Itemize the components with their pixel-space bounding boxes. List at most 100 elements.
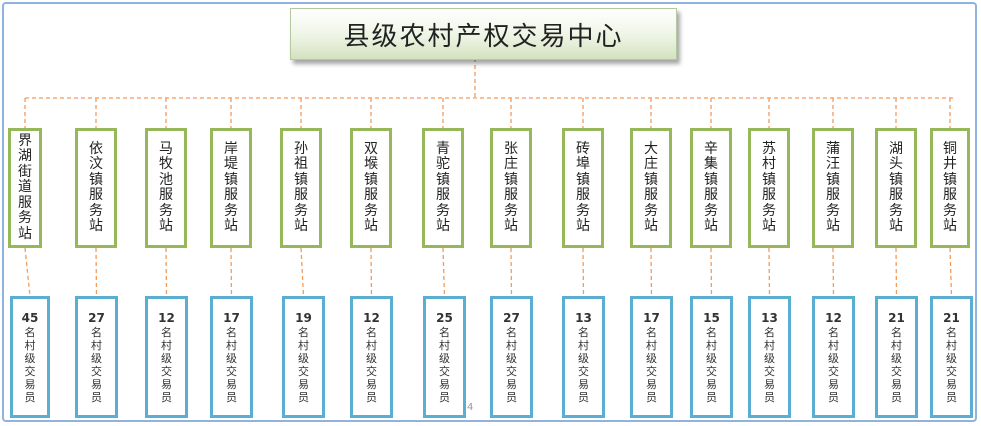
trader-unit-char: 级 (764, 351, 775, 365)
station-name-char: 汪 (826, 156, 840, 172)
station-box: 马牧池服务站 (145, 128, 187, 248)
page-number: 4 (467, 402, 474, 413)
station-name-char: 服 (889, 187, 903, 203)
trader-unit-char: 级 (226, 351, 237, 365)
station-name-char: 井 (943, 156, 957, 172)
connector-station-count (230, 247, 233, 297)
trader-unit-char: 交 (298, 364, 309, 378)
trader-unit-char: 交 (946, 364, 957, 378)
trader-unit-char: 易 (828, 377, 839, 391)
station-name-char: 镇 (644, 171, 658, 188)
trader-unit-char: 村 (828, 338, 839, 352)
station-name-char: 务 (504, 202, 518, 219)
trader-unit-char: 易 (91, 377, 102, 391)
trader-unit-char: 易 (439, 377, 450, 391)
trader-count-value: 45 (21, 310, 39, 325)
station-name-char: 务 (436, 202, 450, 219)
trader-unit-char: 村 (226, 338, 237, 352)
station-name-char: 站 (889, 218, 903, 234)
station-name-char: 镇 (436, 171, 450, 188)
trader-unit-char: 员 (226, 390, 237, 404)
station-name-char: 镇 (826, 171, 840, 188)
station-name-char: 堠 (364, 156, 378, 172)
trader-unit-char: 级 (646, 351, 657, 365)
station-name-char: 湖 (18, 148, 32, 165)
station-name-char: 站 (224, 218, 238, 234)
station-name-char: 孙 (294, 140, 308, 157)
trader-unit-char: 名 (764, 325, 775, 339)
station-name-char: 青 (436, 140, 450, 157)
trader-unit-char: 员 (764, 390, 775, 404)
station-name-char: 铜 (943, 140, 957, 157)
station-box: 辛集镇服务站 (690, 128, 732, 248)
station-box: 湖头镇服务站 (875, 128, 917, 248)
trader-unit-char: 员 (891, 390, 902, 404)
trader-unit-char: 级 (91, 351, 102, 365)
trader-unit-char: 交 (24, 364, 36, 378)
connector-station-count (895, 247, 898, 297)
station-name-char: 服 (704, 187, 718, 203)
trader-unit-char: 易 (366, 377, 377, 391)
trader-unit-char: 易 (706, 377, 717, 391)
trader-unit-char: 名 (439, 325, 450, 339)
station-name-char: 服 (504, 187, 518, 203)
station-name-char: 务 (159, 202, 173, 219)
trader-unit-char: 易 (298, 377, 309, 391)
center-title-box: 县级农村产权交易中心 (290, 8, 677, 60)
connector-station-count (510, 247, 513, 297)
station-name-char: 村 (762, 156, 776, 172)
station-name-char: 蒲 (826, 140, 840, 157)
station-name-char: 埠 (576, 156, 590, 172)
trader-unit-char: 易 (161, 377, 172, 391)
trader-count-value: 27 (88, 310, 105, 325)
trader-unit-char: 村 (946, 338, 957, 352)
trader-unit-char: 村 (366, 338, 377, 352)
station-name-char: 务 (89, 202, 103, 219)
trader-unit-char: 交 (366, 364, 377, 378)
station-name-char: 服 (644, 187, 658, 203)
trader-unit-char: 易 (891, 377, 902, 391)
trader-unit-char: 名 (578, 325, 589, 339)
connector-station-count (768, 247, 771, 297)
trader-unit-char: 村 (891, 338, 902, 352)
station-name-char: 堤 (224, 156, 238, 172)
trader-unit-char: 村 (439, 338, 450, 352)
station-name-char: 务 (889, 202, 903, 219)
trader-count-value: 25 (436, 310, 453, 325)
trader-unit-char: 易 (226, 377, 237, 391)
trader-unit-char: 易 (646, 377, 657, 391)
station-name-char: 镇 (364, 171, 378, 188)
station-name-char: 镇 (943, 171, 957, 188)
trader-unit-char: 级 (578, 351, 589, 365)
trader-unit-char: 名 (506, 325, 517, 339)
station-name-char: 务 (644, 202, 658, 219)
trader-count-value: 15 (703, 310, 720, 325)
station-name-char: 务 (826, 202, 840, 219)
connector-station-count (95, 247, 98, 297)
trader-unit-char: 名 (706, 325, 717, 339)
station-name-char: 服 (762, 187, 776, 203)
station-name-char: 务 (18, 210, 32, 227)
station-box: 依汶镇服务站 (75, 128, 117, 248)
trader-count-value: 27 (503, 310, 520, 325)
station-name-char: 驼 (436, 156, 450, 172)
trader-unit-char: 员 (439, 390, 450, 404)
station-name-char: 服 (943, 187, 957, 203)
trader-count-value: 13 (575, 310, 592, 325)
station-name-char: 界 (18, 132, 32, 149)
trader-unit-char: 交 (439, 364, 450, 378)
station-name-char: 服 (364, 187, 378, 203)
trader-unit-char: 村 (298, 338, 309, 352)
trader-unit-char: 级 (946, 351, 957, 365)
trader-unit-char: 级 (506, 351, 517, 365)
